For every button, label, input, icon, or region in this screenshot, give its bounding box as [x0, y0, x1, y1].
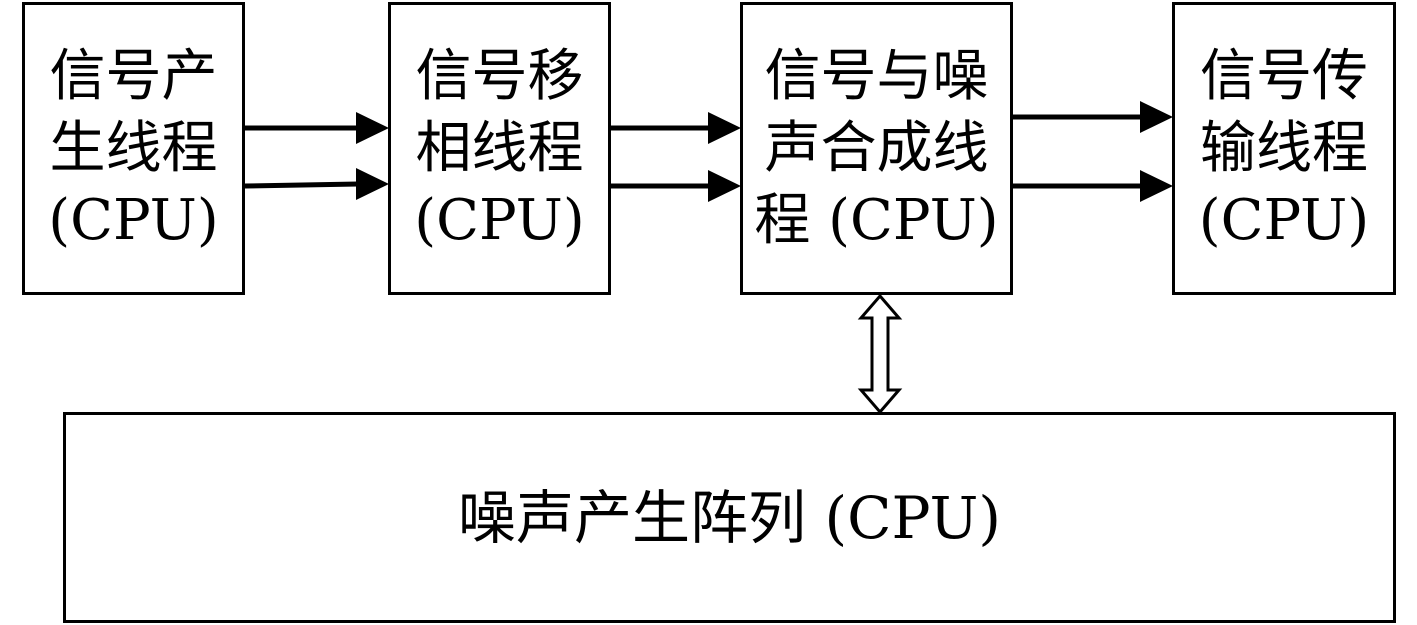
- edge-arrow: [245, 112, 389, 144]
- edge-arrow: [611, 170, 741, 202]
- node-signal-phase-shift-thread: 信号移 相线程 (CPU): [388, 2, 611, 295]
- label-line: 信号传: [1200, 43, 1368, 109]
- node-label: 噪声产生阵列 (CPU): [458, 482, 1001, 554]
- edge-arrow: [244, 168, 389, 200]
- edge-bidirectional-hollow-arrow: [857, 293, 903, 415]
- edge-arrow: [611, 112, 741, 144]
- label-line: 输线程: [1200, 115, 1368, 181]
- label-line: 信号产: [49, 43, 218, 109]
- node-label: 信号与噪 声合成线 程 (CPU): [754, 41, 998, 257]
- label-line: 程 (CPU): [754, 187, 999, 253]
- edge-arrow: [1013, 170, 1173, 202]
- label-line: (CPU): [48, 187, 219, 253]
- label-line: 生线程: [49, 115, 218, 181]
- label-line: 信号与噪: [764, 43, 989, 109]
- node-signal-transmission-thread: 信号传 输线程 (CPU): [1172, 2, 1396, 295]
- label-line: (CPU): [1198, 187, 1370, 253]
- node-signal-noise-synthesis-thread: 信号与噪 声合成线 程 (CPU): [740, 2, 1013, 295]
- node-noise-generation-array: 噪声产生阵列 (CPU): [63, 412, 1396, 623]
- node-label: 信号传 输线程 (CPU): [1199, 41, 1369, 257]
- node-label: 信号产 生线程 (CPU): [48, 41, 218, 257]
- edge-arrow: [1013, 101, 1173, 133]
- node-label: 信号移 相线程 (CPU): [414, 41, 584, 257]
- label-line: 噪声产生阵列 (CPU): [458, 483, 1001, 552]
- label-line: 声合成线: [764, 115, 989, 181]
- label-line: 信号移: [415, 43, 584, 109]
- label-line: 相线程: [415, 115, 584, 181]
- label-line: (CPU): [414, 187, 585, 253]
- node-signal-generation-thread: 信号产 生线程 (CPU): [22, 2, 245, 295]
